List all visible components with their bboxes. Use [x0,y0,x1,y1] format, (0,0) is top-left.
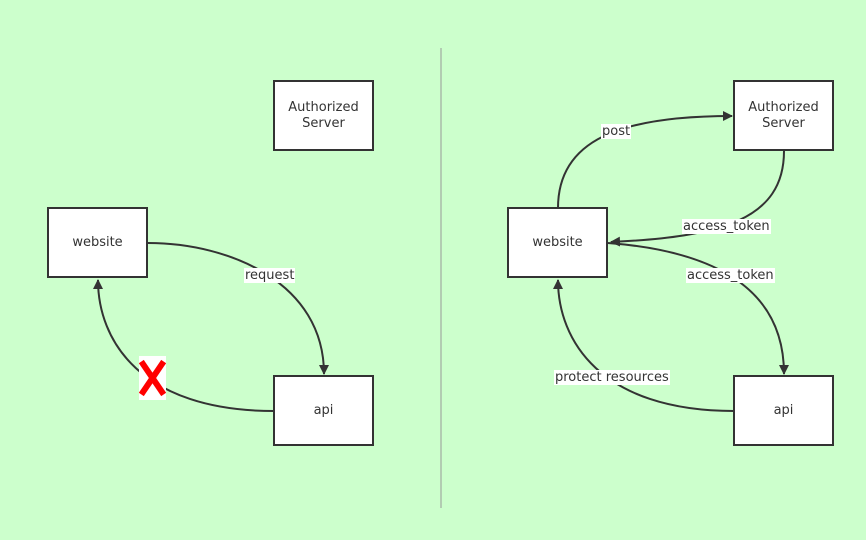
edge-label-request: request [244,268,296,283]
node-authorized-server-right: Authorized Server [733,80,834,151]
edge-access-token-website-to-api [607,242,789,375]
edge-blocked-api-to-website [93,279,275,412]
edge-protect-resources-api-to-website [553,279,735,412]
edge-label-access-token-return: access_token [682,219,771,234]
node-website-right: website [507,207,608,278]
node-api-left: api [273,375,374,446]
edge-post-website-to-auth [557,111,733,209]
red-x-icon [139,356,166,400]
node-website-left: website [47,207,148,278]
node-api-right: api [733,375,834,446]
edge-label-access-token-send: access_token [686,268,775,283]
edge-label-protect-resources: protect resources [554,370,670,385]
node-authorized-server-left: Authorized Server [273,80,374,151]
edge-label-post: post [601,124,632,139]
edge-request-website-to-api [147,242,329,375]
